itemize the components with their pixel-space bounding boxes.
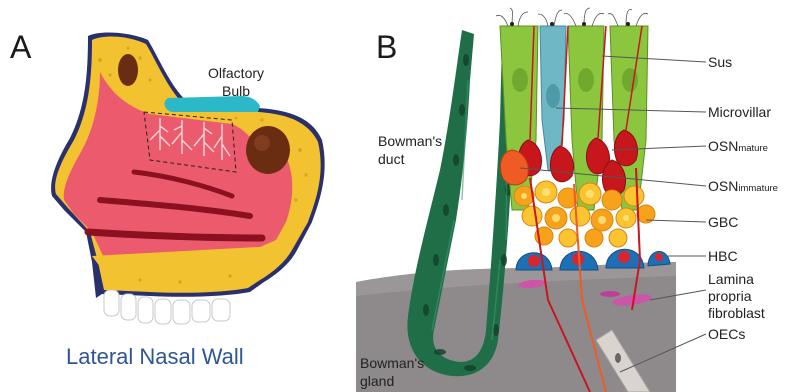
osn-immature-sub: immature [738,183,778,194]
panel-b: B [356,8,778,392]
gbc-label: GBC [708,214,738,230]
osn-mature-label: OSNmature [708,138,768,154]
sphenoid-sinus [246,126,290,174]
osn-immature-main: OSN [708,178,738,194]
olfactory-bulb-label-line1: Olfactory [208,65,264,81]
sus-label: Sus [708,54,732,70]
fibroblast [600,291,620,297]
osn-mature-sub: mature [738,143,768,154]
lamina-label-line2: propria [708,288,752,304]
cilia [496,8,648,26]
panel-a-caption: Lateral Nasal Wall [66,344,244,369]
bowmans-gland-label-line1: Bowman's [360,355,424,371]
microvillar-label: Microvillar [708,104,771,120]
panel-a: A [10,29,325,369]
osn-mature-main: OSN [708,138,738,154]
panel-a-letter: A [10,29,32,65]
osn-immature-label: OSNimmature [708,178,778,194]
lamina-label-line3: fibroblast [708,305,765,321]
bowmans-duct-label-line1: Bowman's [378,133,442,149]
hbc-label: HBC [708,248,738,264]
frontal-sinus [118,54,138,86]
panel-b-letter: B [376,29,397,65]
bowmans-duct-label-line2: duct [378,151,405,167]
olfactory-bulb-label-line2: Bulb [222,83,250,99]
lamina-label-line1: Lamina [708,271,754,287]
bowmans-gland-label-line2: gland [360,373,394,389]
oecs-label: OECs [708,326,745,342]
